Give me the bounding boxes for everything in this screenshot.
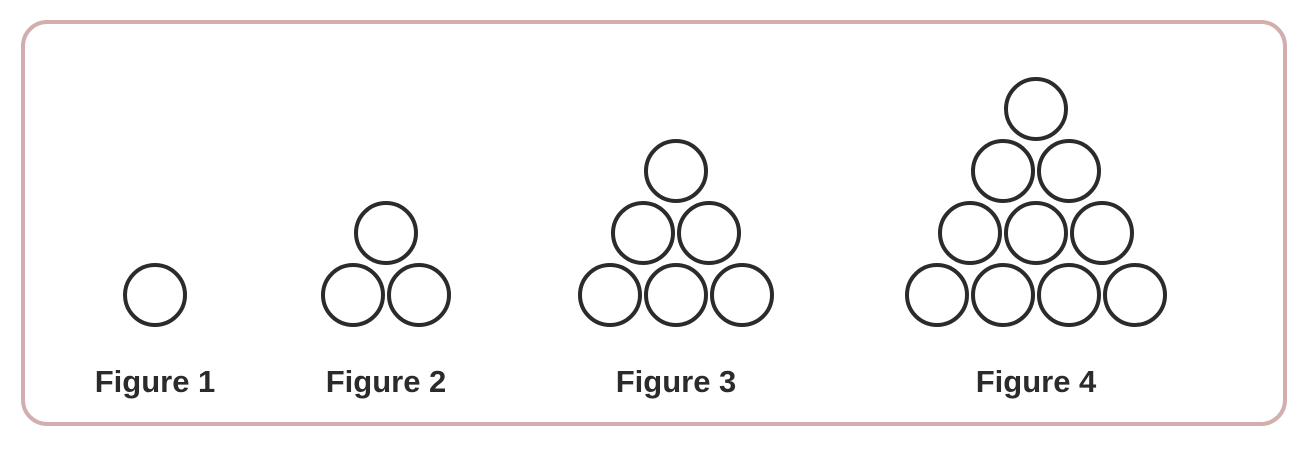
circle	[644, 139, 708, 203]
circle	[938, 201, 1002, 265]
circle	[1004, 201, 1068, 265]
figure-2	[321, 201, 451, 327]
circle	[971, 139, 1035, 203]
figure-4	[905, 77, 1167, 327]
circle	[1070, 201, 1134, 265]
figure-1-label: Figure 1	[94, 364, 216, 399]
circle	[1004, 77, 1068, 141]
circle	[578, 263, 642, 327]
circle	[611, 201, 675, 265]
circle	[1103, 263, 1167, 327]
circle	[905, 263, 969, 327]
figure-2-label: Figure 2	[325, 364, 447, 399]
figure-3	[578, 139, 774, 327]
circle	[354, 201, 418, 265]
circle	[644, 263, 708, 327]
circle	[710, 263, 774, 327]
circle	[677, 201, 741, 265]
circle	[321, 263, 385, 327]
circle	[971, 263, 1035, 327]
figure-4-label: Figure 4	[975, 364, 1097, 399]
figure-1	[123, 263, 187, 327]
figure-3-label: Figure 3	[615, 364, 737, 399]
circle	[123, 263, 187, 327]
circle	[1037, 139, 1101, 203]
circle	[387, 263, 451, 327]
circle	[1037, 263, 1101, 327]
